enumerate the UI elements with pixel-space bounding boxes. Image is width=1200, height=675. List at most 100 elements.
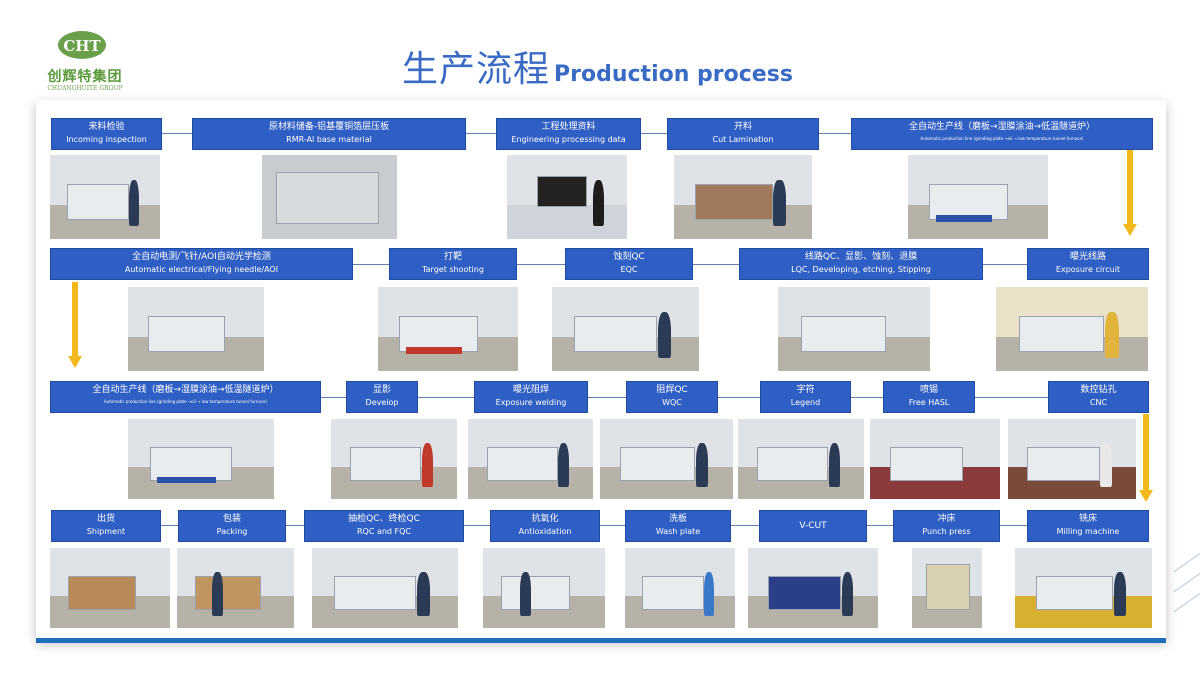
decorative-line — [1173, 568, 1200, 593]
step-en: Antioxidation — [518, 527, 572, 536]
connector — [600, 525, 625, 526]
photo-auto-line-2 — [128, 419, 274, 499]
step-en: LQC, Developing, etching, Stipping — [791, 265, 931, 274]
step-cn: 抗氧化 — [531, 514, 559, 524]
connector — [851, 397, 883, 398]
photo-wash-plate — [625, 548, 735, 628]
photo-cut-lamination — [674, 155, 812, 239]
photo-antioxidation — [483, 548, 605, 628]
step-en: Milling machine — [1056, 527, 1120, 536]
connector — [975, 397, 1048, 398]
connector — [718, 397, 760, 398]
connector — [162, 133, 192, 134]
step-cn: 抽检QC、终检QC — [348, 514, 420, 524]
photo-electrical-test — [128, 287, 264, 371]
step-cn: 开料 — [733, 122, 752, 132]
step-en: Automatic production line (grinding plat… — [920, 136, 1084, 141]
step-en: Legend — [790, 398, 821, 407]
photo-legend — [738, 419, 864, 499]
flow-down-arrow-icon — [1139, 414, 1153, 502]
step-en: Packing — [216, 527, 248, 536]
photo-packing — [177, 548, 294, 628]
connector — [321, 397, 346, 398]
step-antioxidation: 抗氧化 Antioxidation — [490, 510, 600, 542]
company-logo: CHT 创辉特集团 CHUANGHUITE GROUP — [30, 28, 140, 98]
step-exposure-welding: 曝光阻焊 Exposure welding — [474, 381, 588, 413]
step-en: RMR-Al base material — [286, 135, 372, 144]
step-en: Wash plate — [655, 527, 701, 536]
photo-cnc — [1008, 419, 1136, 499]
step-engineering-data: 工程处理资料 Engineering processing data — [496, 118, 641, 150]
connector — [1000, 525, 1027, 526]
step-cn: 全自动生产线（磨板→湿膜涂油→低温隧道炉） — [92, 385, 279, 395]
connector — [693, 264, 739, 265]
step-en: Exposure circuit — [1055, 265, 1121, 274]
step-cn: 打靶 — [443, 252, 462, 262]
step-en: Punch press — [922, 527, 971, 536]
svg-text:CHT: CHT — [63, 37, 101, 55]
step-wqc: 阻焊QC WQC — [626, 381, 718, 413]
step-cn: 铣床 — [1078, 514, 1097, 524]
photo-target-shooting — [378, 287, 518, 371]
step-v-cut: V-CUT — [759, 510, 867, 542]
step-cn: 曝光阻焊 — [512, 385, 549, 395]
connector — [161, 525, 178, 526]
step-base-material: 原材料储备-铝基覆铜箔层压板 RMR-Al base material — [192, 118, 466, 150]
step-en: Cut Lamination — [712, 135, 774, 144]
step-cn: 来料检验 — [88, 122, 125, 132]
step-milling-machine: 铣床 Milling machine — [1027, 510, 1149, 542]
step-cn: 喷锡 — [919, 385, 938, 395]
photo-punch-press — [912, 548, 982, 628]
connector — [286, 525, 304, 526]
step-lqc-developing: 线路QC、显影、蚀刻、退膜 LQC, Developing, etching, … — [739, 248, 983, 280]
step-cn: 显影 — [372, 385, 391, 395]
page-title-cn: 生产流程 — [402, 49, 551, 90]
connector — [588, 397, 626, 398]
step-en: Automatic production line (grinding plat… — [104, 399, 267, 404]
step-cn: 出货 — [96, 514, 115, 524]
step-cn: 包装 — [222, 514, 241, 524]
step-en: Automatic electrical/Flying needle/AOI — [124, 265, 279, 274]
cht-logo-icon: CHT — [58, 31, 106, 59]
step-en: Target shooting — [422, 265, 484, 274]
step-en: Incoming inspection — [66, 135, 147, 144]
connector — [418, 397, 474, 398]
step-cn: 原材料储备-铝基覆铜箔层压板 — [268, 122, 390, 132]
step-packing: 包装 Packing — [178, 510, 286, 542]
step-en: Free HASL — [908, 398, 950, 407]
step-free-hasl: 喷锡 Free HASL — [883, 381, 975, 413]
step-en: Shipment — [86, 527, 126, 536]
decorative-line — [1173, 548, 1200, 573]
photo-shipment — [50, 548, 170, 628]
step-cn: 冲床 — [937, 514, 956, 524]
step-cut-lamination: 开料 Cut Lamination — [667, 118, 819, 150]
connector — [641, 133, 667, 134]
photo-lqc-developing — [778, 287, 930, 371]
photo-v-cut — [748, 548, 878, 628]
photo-exposure-welding — [468, 419, 593, 499]
connector — [983, 264, 1027, 265]
step-cn: 阻焊QC — [656, 385, 688, 395]
step-en: WQC — [662, 398, 682, 407]
photo-base-material — [262, 155, 397, 239]
step-cn: V-CUT — [799, 521, 827, 531]
step-cn: 全自动生产线（磨板→湿膜涂油→低温隧道炉） — [908, 122, 1096, 132]
step-auto-line-1: 全自动生产线（磨板→湿膜涂油→低温隧道炉） Automatic producti… — [851, 118, 1153, 150]
step-en: CNC — [1089, 398, 1108, 407]
photo-wqc — [600, 419, 733, 499]
connector — [819, 133, 851, 134]
decorative-line — [1173, 588, 1200, 613]
step-cn: 曝光线路 — [1069, 252, 1106, 262]
step-shipment: 出货 Shipment — [51, 510, 161, 542]
connector — [353, 264, 389, 265]
flow-down-arrow-icon — [68, 282, 82, 368]
step-cn: 数控钻孔 — [1080, 385, 1117, 395]
connector — [464, 525, 490, 526]
step-en: Engineering processing data — [511, 135, 626, 144]
step-cn: 工程处理资料 — [541, 122, 596, 132]
step-electrical-test: 全自动电测/飞针/AOI自动光学检测 Automatic electrical/… — [50, 248, 353, 280]
step-target-shooting: 打靶 Target shooting — [389, 248, 517, 280]
photo-etching-qc — [552, 287, 699, 371]
step-rqc-fqc: 抽检QC、终检QC RQC and FQC — [304, 510, 464, 542]
step-cn: 蚀刻QC — [613, 252, 645, 262]
